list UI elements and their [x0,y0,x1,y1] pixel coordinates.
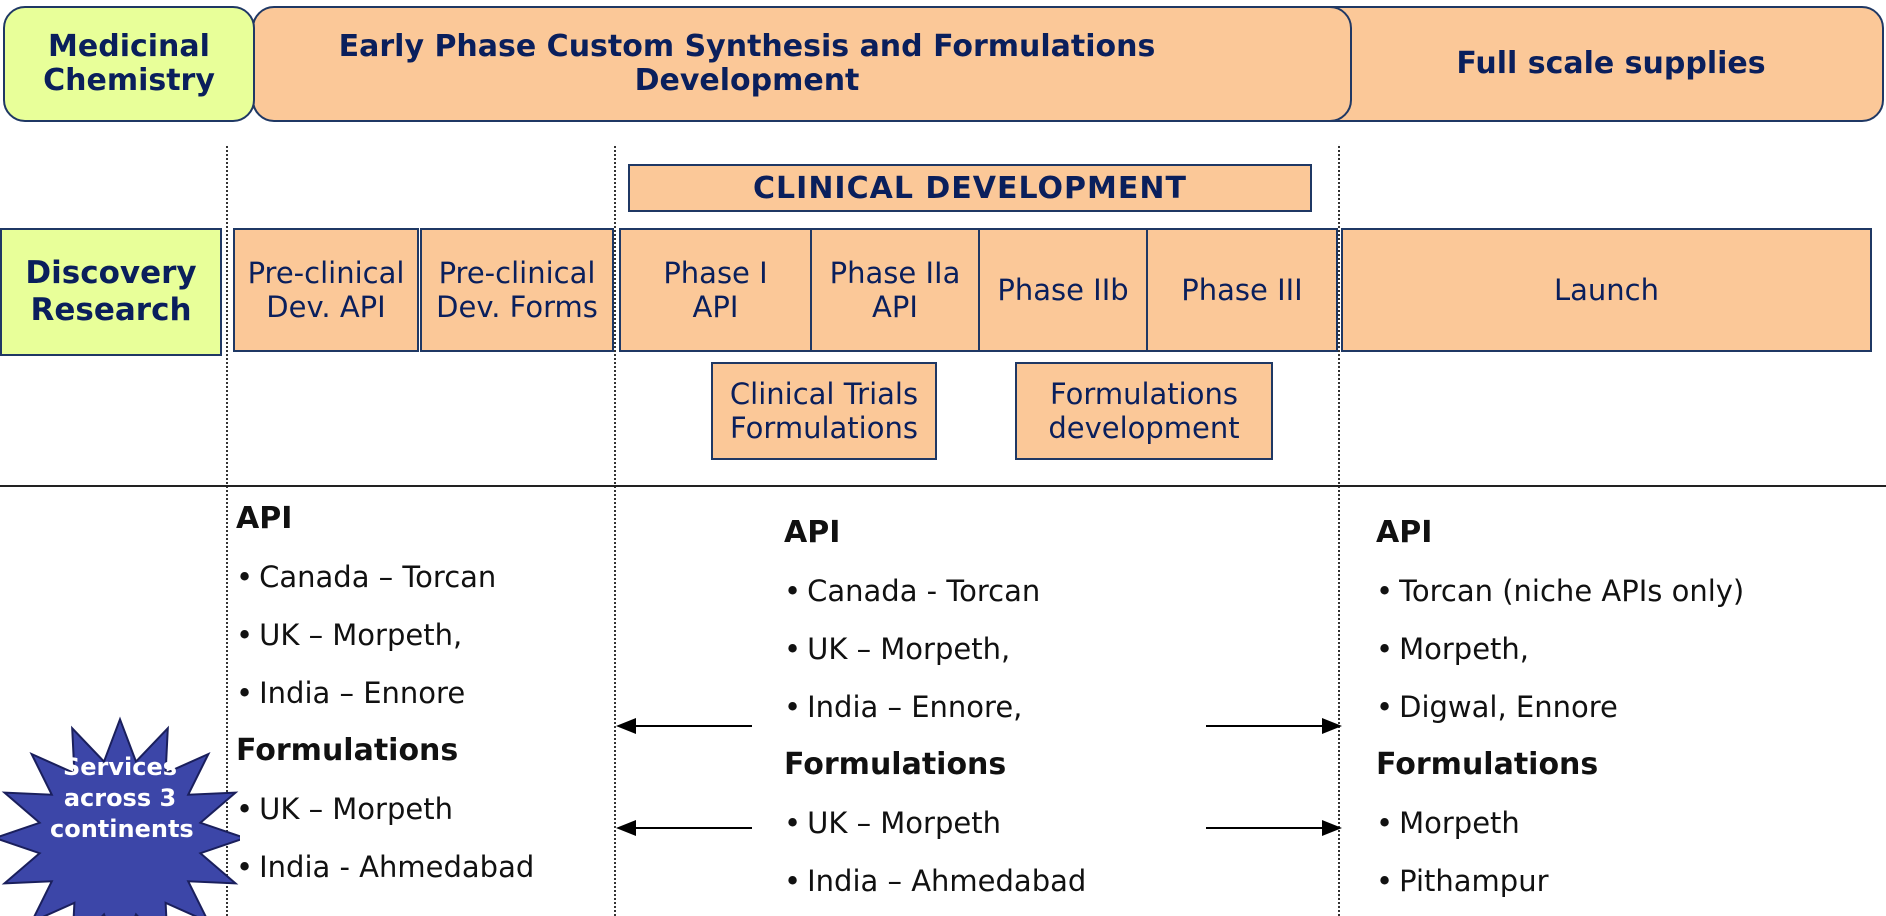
preclinical-api-label: Pre-clinical Dev. API [247,255,405,324]
middle-api-item: Canada - Torcan [784,562,1086,620]
right-locations-column: API Torcan (niche APIs only) Morpeth, Di… [1376,504,1744,910]
full-scale-header: Full scale supplies [1298,6,1884,122]
phase-3-box: Phase III [1146,228,1338,352]
left-formulation-item: India - Ahmedabad [236,838,534,896]
middle-api-item: UK – Morpeth, [784,620,1086,678]
left-arrow-formulations [616,820,752,836]
right-api-item: Torcan (niche APIs only) [1376,562,1744,620]
full-scale-label: Full scale supplies [1456,46,1766,82]
separator-2 [614,146,616,916]
right-arrow-api [1206,718,1342,734]
preclinical-api-box: Pre-clinical Dev. API [233,228,419,352]
section-divider [0,485,1886,487]
preclinical-forms-box: Pre-clinical Dev. Forms [420,228,614,352]
middle-formulations-heading: Formulations [784,747,1007,782]
starburst-icon [0,716,240,916]
right-formulation-item: Pithampur [1376,852,1744,910]
discovery-research-box: Discovery Research [0,228,222,356]
left-api-item: UK – Morpeth, [236,606,534,664]
launch-box: Launch [1341,228,1872,352]
starburst-label: Services across 3 continents [50,753,194,843]
left-api-heading: API [236,501,293,536]
early-phase-header: Early Phase Custom Synthesis and Formula… [252,6,1352,122]
right-formulation-item: Morpeth [1376,794,1744,852]
right-arrow-formulations [1206,820,1342,836]
separator-3 [1338,146,1340,916]
left-locations-column: API Canada – Torcan UK – Morpeth, India … [236,490,534,896]
left-api-item: India – Ennore [236,664,534,722]
medicinal-chemistry-header: Medicinal Chemistry [3,6,255,122]
launch-label: Launch [1553,272,1659,307]
left-arrow-api [616,718,752,734]
early-phase-label: Early Phase Custom Synthesis and Formula… [338,29,1156,98]
middle-locations-column: API Canada - Torcan UK – Morpeth, India … [784,504,1086,910]
medicinal-chemistry-label: Medicinal Chemistry [43,29,215,98]
formulations-development-label: Formulations development [1048,376,1240,445]
middle-api-heading: API [784,515,841,550]
phase-3-label: Phase III [1181,272,1303,307]
right-formulations-heading: Formulations [1376,747,1599,782]
phase-1-label: Phase I API [663,255,768,324]
clinical-trials-formulations-box: Clinical Trials Formulations [711,362,937,460]
middle-formulation-item: India – Ahmedabad [784,852,1086,910]
phase-2b-box: Phase IIb [978,228,1148,352]
phase-2a-label: Phase IIa API [829,255,961,324]
clinical-development-label: CLINICAL DEVELOPMENT [753,170,1187,206]
left-api-item: Canada – Torcan [236,548,534,606]
preclinical-forms-label: Pre-clinical Dev. Forms [436,255,598,324]
middle-api-item: India – Ennore, [784,678,1086,736]
left-formulation-item: UK – Morpeth [236,780,534,838]
phase-2b-label: Phase IIb [997,272,1129,307]
formulations-development-box: Formulations development [1015,362,1273,460]
right-api-heading: API [1376,515,1433,550]
right-api-item: Morpeth, [1376,620,1744,678]
phase-1-box: Phase I API [619,228,812,352]
right-api-item: Digwal, Ennore [1376,678,1744,736]
discovery-research-label: Discovery Research [25,254,197,328]
clinical-trials-formulations-label: Clinical Trials Formulations [729,376,919,445]
phase-2a-box: Phase IIa API [810,228,980,352]
separator-1 [226,146,228,916]
clinical-development-banner: CLINICAL DEVELOPMENT [628,164,1312,212]
left-formulations-heading: Formulations [236,733,459,768]
middle-formulation-item: UK – Morpeth [784,794,1086,852]
